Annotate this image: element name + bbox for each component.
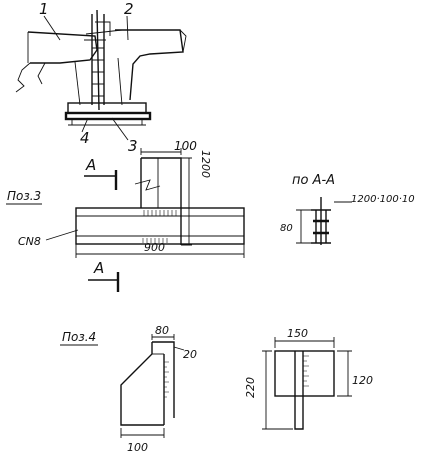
poz3-view: Поз.3 A 100 1200 900 СN8 A	[6, 139, 415, 292]
section-dim: 80	[280, 223, 293, 234]
poz3-dim-length: 900	[144, 241, 165, 254]
poz4-dim-width-right: 150	[287, 327, 308, 340]
section-mark-top: A	[85, 156, 96, 174]
poz4-dim-height-right: 120	[352, 374, 373, 387]
poz4-view: Поз.4 80 20 100 150 220 120	[60, 324, 373, 454]
poz4-dim-top-left: 80	[155, 324, 169, 337]
section-spec: 1200·100·10	[351, 194, 415, 205]
channel-label: СN8	[18, 235, 41, 248]
poz4-dim-height-left: 220	[244, 377, 257, 398]
assembly-view: 1 2 3 4	[15, 0, 187, 155]
callout-1: 1	[39, 0, 49, 18]
section-mark-bottom: A	[93, 259, 104, 277]
poz4-dim-notch: 20	[183, 348, 197, 361]
callout-3: 3	[128, 137, 138, 155]
poz4-title: Поз.4	[62, 330, 96, 344]
callout-2: 2	[124, 0, 134, 18]
poz3-dim-top: 100	[174, 139, 197, 153]
poz3-dim-height: 1200	[199, 150, 212, 178]
poz3-title: Поз.3	[7, 189, 41, 203]
poz4-dim-bottom: 100	[127, 441, 148, 454]
callout-4: 4	[80, 129, 90, 147]
section-title: по А-А	[292, 173, 335, 188]
